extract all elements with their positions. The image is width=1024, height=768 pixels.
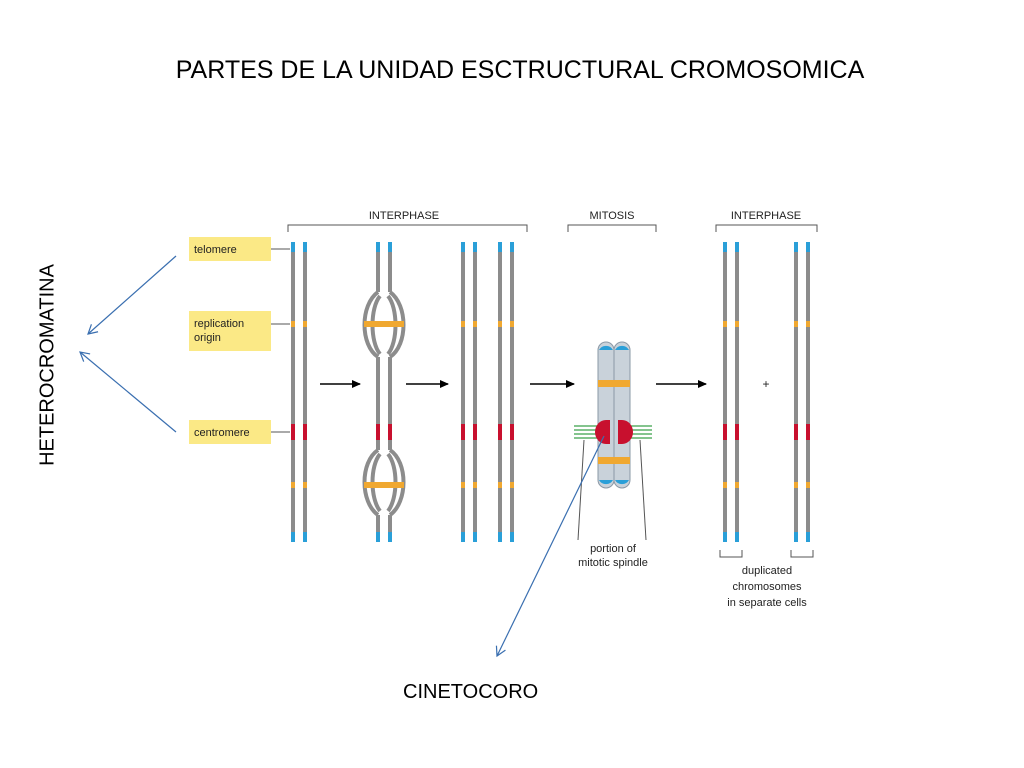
dup-caption-line2: chromosomes (732, 581, 802, 593)
chromosome-unreplicated (291, 242, 307, 542)
chromosome-replicated-a (461, 242, 477, 542)
interphase-right-label: INTERPHASE (731, 210, 801, 222)
replication-label-line1: replication (194, 318, 244, 330)
chromosome-replicated-b (498, 242, 514, 542)
mitotic-chromosome (574, 341, 652, 541)
spindle-caption-line1: portion of (590, 543, 637, 555)
cinetocoro-label: CINETOCORO (403, 681, 539, 703)
page-title: PARTES DE LA UNIDAD ESCTRUCTURAL CROMOSO… (175, 56, 865, 84)
plus-sign: + (762, 377, 769, 391)
telomere-label: telomere (194, 244, 237, 256)
dup-caption-line1: duplicated (742, 565, 792, 577)
legend-telomere: telomere (189, 237, 290, 261)
chromosome-daughter-a (723, 242, 739, 542)
chromosome-daughter-b (794, 242, 810, 542)
legend-replication-origin: replication origin (189, 311, 290, 351)
chromosome-replicating (362, 242, 406, 542)
annotation-arrows (79, 255, 605, 658)
replication-label-line2: origin (194, 332, 221, 344)
centromere-label: centromere (194, 427, 250, 439)
interphase-left-label: INTERPHASE (369, 210, 439, 222)
dup-caption-line3: in separate cells (727, 597, 807, 609)
spindle-caption-line2: mitotic spindle (578, 557, 648, 569)
mitosis-label: MITOSIS (589, 210, 634, 222)
daughter-brackets (719, 550, 814, 558)
phase-brackets (287, 224, 818, 232)
legend-centromere: centromere (189, 420, 290, 444)
